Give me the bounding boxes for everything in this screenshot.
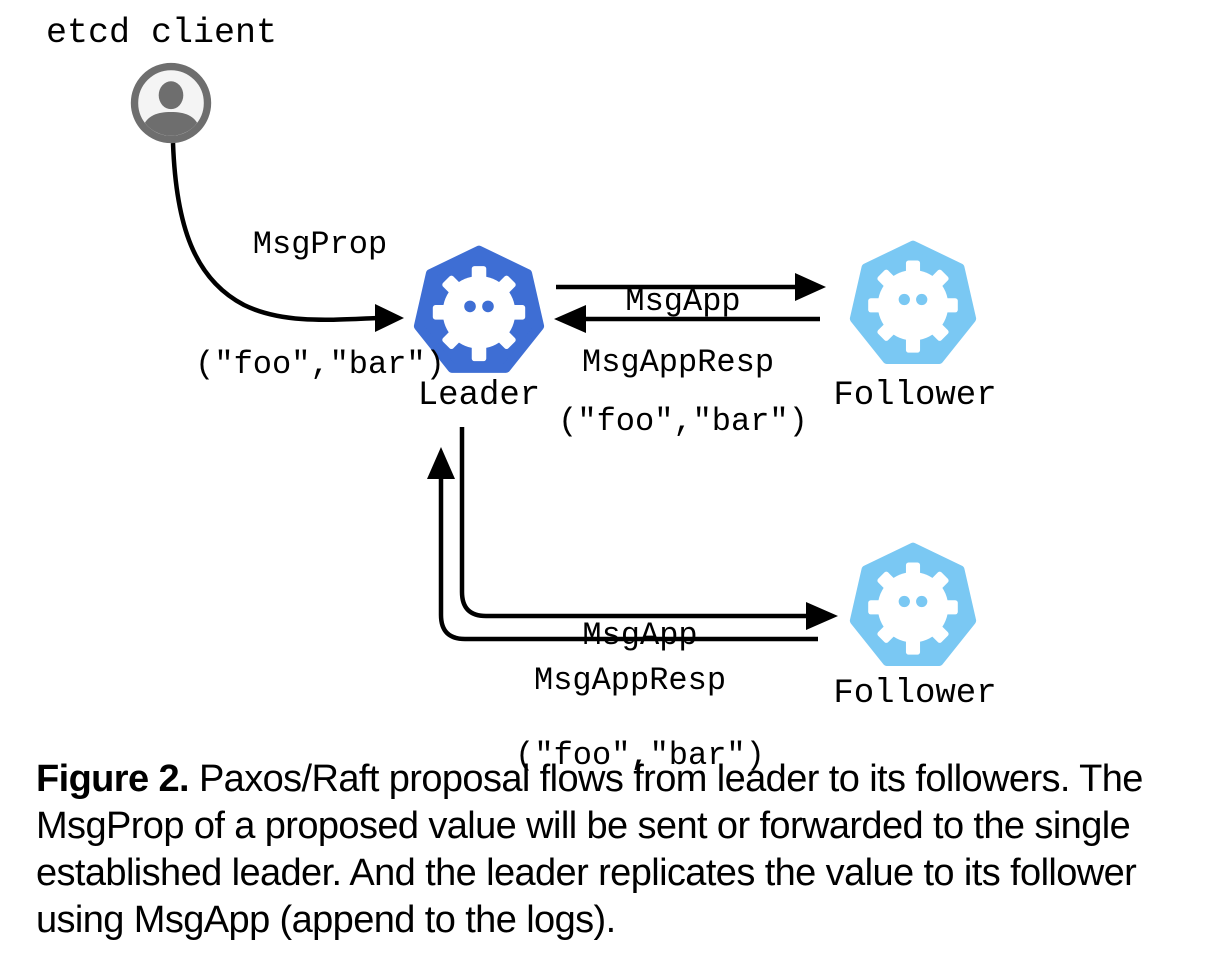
msgapp-bottom-args: ("foo","bar")	[515, 737, 765, 774]
msgprop-name: MsgProp	[252, 226, 388, 263]
figure-caption-number: Figure 2.	[36, 758, 190, 800]
msgapp-bottom-name: MsgApp	[582, 617, 698, 654]
follower-top-label: Follower	[833, 377, 997, 415]
msgprop-message-label: MsgProp ("foo","bar")	[188, 145, 452, 465]
msgappresp-top-message-label: MsgAppResp	[581, 344, 775, 381]
msgappresp-bottom-message-label: MsgAppResp	[533, 662, 727, 699]
msgapp-top-message-label: MsgApp ("foo","bar")	[551, 202, 815, 522]
leader-label: Leader	[417, 377, 541, 415]
follower-bottom-label: Follower	[833, 675, 997, 713]
user-avatar-icon	[130, 62, 212, 144]
msgapp-top-name: MsgApp	[625, 283, 741, 320]
figure-caption: Figure 2. Paxos/Raft proposal flows from…	[36, 756, 1202, 944]
msgapp-bottom-arrowhead	[806, 602, 838, 630]
msgapp-top-args: ("foo","bar")	[558, 403, 808, 440]
msgprop-args: ("foo","bar")	[195, 346, 445, 383]
follower-bottom-node-icon	[849, 542, 977, 670]
msgapp-bottom-message-label: MsgApp ("foo","bar")	[508, 536, 772, 856]
etcd-client-label: etcd client	[46, 13, 278, 53]
figure-caption-text: Paxos/Raft proposal flows from leader to…	[36, 758, 1143, 941]
follower-top-node-icon	[849, 240, 977, 368]
